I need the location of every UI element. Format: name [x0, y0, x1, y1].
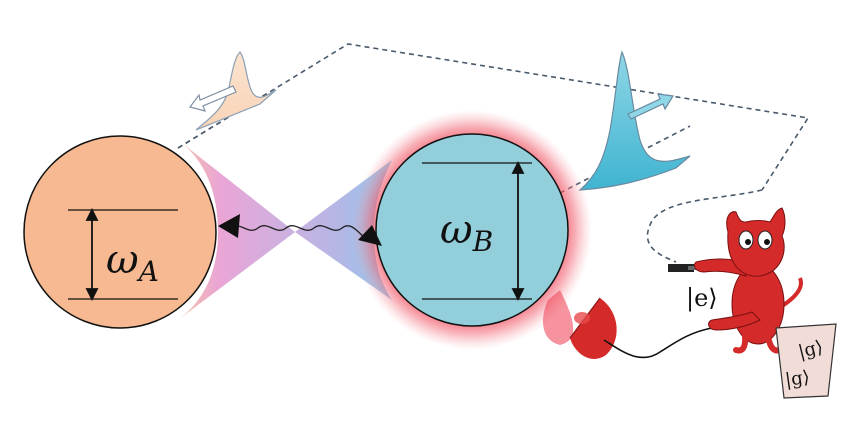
demon-eyes-icon [738, 230, 773, 250]
detector-cable [603, 327, 713, 359]
ket-g-label-2: |g⟩ [784, 367, 811, 391]
ground-state-bin: |g⟩ |g⟩ [775, 323, 837, 399]
wavepacket-a [188, 51, 277, 131]
resonator-b: ωB [352, 110, 592, 350]
demon-figure [693, 207, 803, 354]
demon-cable [646, 189, 763, 263]
glow-tail [543, 290, 574, 345]
wavepacket-b-arrow-icon [627, 93, 674, 120]
ket-e-label: |e⟩ [686, 284, 718, 313]
atom-marker-icon [668, 264, 698, 272]
arrowhead-right-icon [358, 225, 382, 246]
wavepacket-a-arrow-icon [188, 85, 237, 112]
arrowhead-left-icon [218, 214, 240, 238]
wavepacket-b [578, 50, 691, 191]
omega-b-label: ωB [440, 207, 493, 258]
frequency-arrow-b-icon [511, 160, 525, 302]
resonator-a: ωA [23, 135, 217, 329]
frequency-arrow-a-icon [85, 207, 99, 302]
detector-dish [569, 297, 713, 359]
photon-wavy-line [218, 214, 382, 246]
omega-a-label: ωA [106, 237, 159, 288]
